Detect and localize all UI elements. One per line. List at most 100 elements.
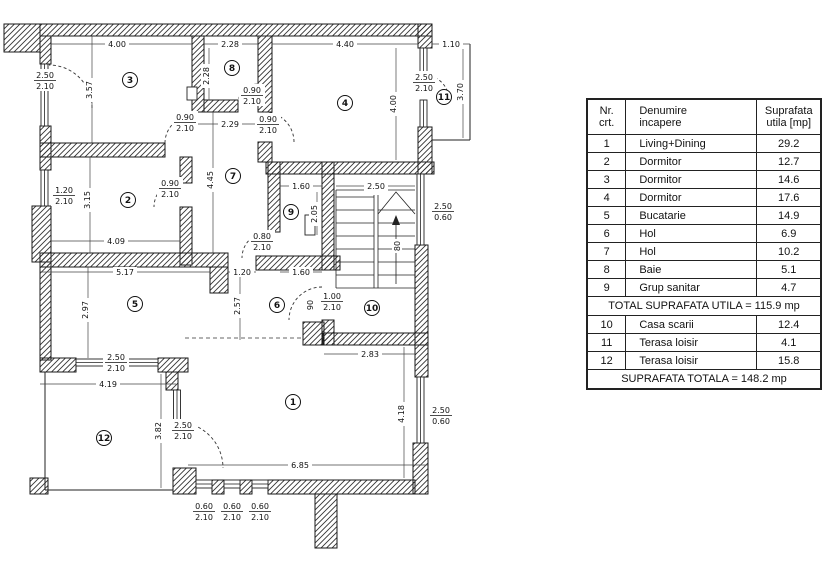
table-cell: 6.9 xyxy=(756,224,822,243)
plan-shape xyxy=(263,111,295,143)
room-number: 7 xyxy=(225,168,241,184)
dimension-label: 90 xyxy=(305,298,315,312)
table-cell: 12.4 xyxy=(756,315,822,334)
plan-shape xyxy=(224,60,240,76)
opening-size-label: 2.50 2.10 xyxy=(411,71,437,93)
total-row-text: SUPRAFATA TOTALA = 148.2 mp xyxy=(586,369,822,390)
table-cell: 5 xyxy=(586,206,627,225)
plan-shape xyxy=(392,239,402,253)
dimension-label: 3.57 xyxy=(84,78,94,102)
plan-shape xyxy=(39,142,166,158)
dimension-label: 4.40 xyxy=(333,39,357,49)
plan-shape xyxy=(267,479,416,495)
plan-shape: 4.45 xyxy=(206,171,215,189)
plan-shape: 0.60 xyxy=(195,502,213,511)
plan-shape: 2.83 xyxy=(361,350,379,359)
table-cell: Bucatarie xyxy=(625,206,758,225)
plan-shape xyxy=(337,95,353,111)
plan-shape xyxy=(172,467,197,495)
plan-shape: 2 xyxy=(125,196,131,206)
plan-shape: 2.10 xyxy=(36,82,54,91)
plan-shape xyxy=(157,357,189,373)
table-cell: 4.7 xyxy=(756,278,822,297)
room-number: 11 xyxy=(436,89,452,105)
header-suprafata: Suprafata utila [mp] xyxy=(756,98,822,135)
plan-shape: 10 xyxy=(366,304,379,314)
plan-shape xyxy=(51,184,77,206)
table-cell: 2 xyxy=(586,152,627,171)
dimension-label: 4.18 xyxy=(396,402,406,426)
plan-shape xyxy=(39,35,52,65)
dimension-label: 5.17 xyxy=(113,267,137,277)
wall-niche xyxy=(186,86,198,101)
dimension-label: 3.70 xyxy=(455,80,465,104)
plan-shape: 2.50 xyxy=(432,406,450,415)
plan-shape: 1.00 xyxy=(323,292,341,301)
plan-shape: 2.10 xyxy=(253,243,271,252)
plan-shape: 2.50 xyxy=(367,182,385,191)
dimension-label: 1.10 xyxy=(439,39,463,49)
plan-shape xyxy=(255,113,281,135)
opening-size-label: 2.502.10 xyxy=(170,419,196,441)
table-cell: Dormitor xyxy=(625,152,758,171)
plan-shape xyxy=(239,479,253,495)
plan-shape xyxy=(388,92,398,116)
plan-shape xyxy=(205,168,215,192)
plan-shape xyxy=(105,39,129,49)
table-cell: 12 xyxy=(586,351,627,370)
plan-shape: 2.57 xyxy=(233,297,242,315)
plan-shape xyxy=(29,477,49,495)
plan-shape xyxy=(203,99,239,113)
floor-plan-drawing: 4.002.284.401.103.572.284.003.702.293.15… xyxy=(3,23,471,549)
plan-shape: 2.05 xyxy=(310,205,319,223)
dimension-label: 2.05 xyxy=(309,202,319,226)
plan-shape: 3 xyxy=(127,76,133,86)
plan-shape xyxy=(218,119,242,129)
dimension-label: 1.60 xyxy=(289,181,313,191)
dimension-label: 2.83 xyxy=(358,349,382,359)
table-cell: 3 xyxy=(586,170,627,189)
plan-shape xyxy=(96,379,120,389)
dimension-label: 2.28 xyxy=(201,64,211,88)
plan-shape xyxy=(412,442,429,495)
table-cell: 14.9 xyxy=(756,206,822,225)
header-denumire: Denumire incapere xyxy=(625,98,758,135)
table-cell: Hol xyxy=(625,242,758,261)
plan-shape xyxy=(153,419,163,443)
dimension-label: 2.28 xyxy=(218,39,242,49)
dimension-label: 3.15 xyxy=(82,188,92,212)
dimension-label: 1.20 xyxy=(230,267,254,277)
plan-shape xyxy=(80,298,90,322)
table-cell: 5.1 xyxy=(756,260,822,279)
plan-shape xyxy=(428,404,454,426)
plan-shape: 2.10 xyxy=(415,84,433,93)
plan-shape: 0.80 xyxy=(253,232,271,241)
plan-shape xyxy=(165,371,179,391)
table-cell: Living+Dining xyxy=(625,134,758,153)
plan-shape: 2.29 xyxy=(221,120,239,129)
plan-shape xyxy=(309,202,319,226)
opening-size-label: 0.902.10 xyxy=(172,111,198,133)
plan-shape: 2.10 xyxy=(223,513,241,522)
plan-shape: 12 xyxy=(98,434,111,444)
plan-shape xyxy=(249,230,275,252)
plan-shape xyxy=(239,84,265,106)
dimension-label: 1.60 xyxy=(289,267,313,277)
plan-shape: 2.10 xyxy=(176,124,194,133)
table-cell: Terasa loisir xyxy=(625,333,758,352)
plan-shape xyxy=(305,298,315,312)
plan-shape: 2.50 xyxy=(415,73,433,82)
plan-shape xyxy=(321,161,335,271)
table-cell: 10 xyxy=(586,315,627,334)
plan-shape: 0.60 xyxy=(251,502,269,511)
walls xyxy=(3,23,435,549)
plan-shape xyxy=(218,39,242,49)
plan-shape xyxy=(122,72,138,88)
plan-shape xyxy=(283,204,299,220)
